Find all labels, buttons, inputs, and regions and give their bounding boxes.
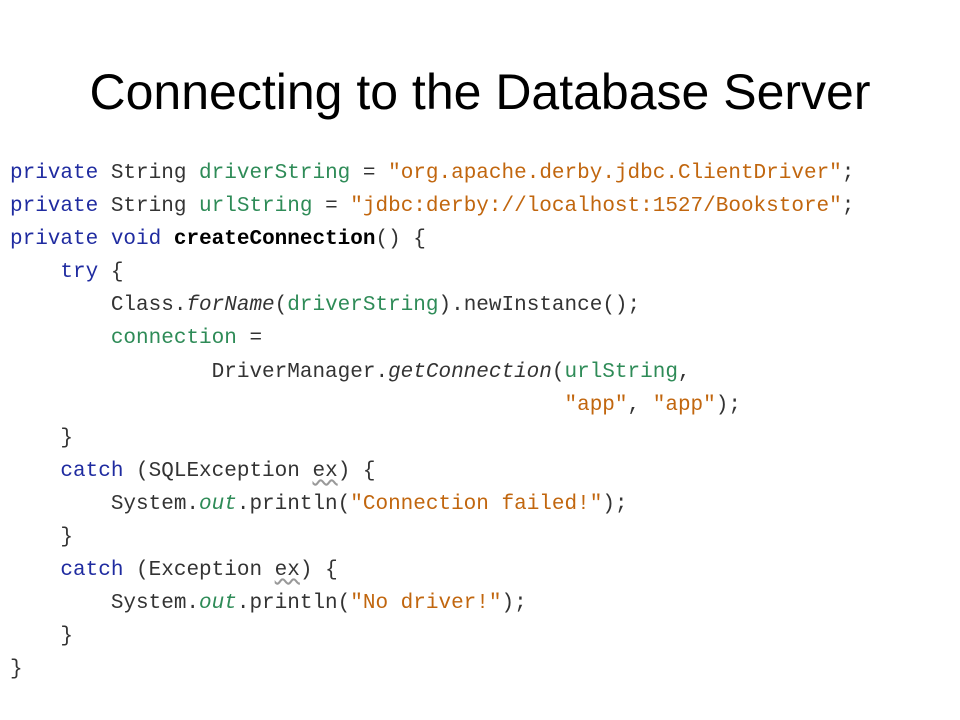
code-line: System.out.println("No driver!"); — [10, 587, 955, 620]
code-token: private — [10, 162, 99, 185]
code-token: urlString — [199, 195, 313, 219]
code-token: forName — [186, 294, 275, 318]
code-token: driverString — [199, 162, 351, 185]
code-token: { — [98, 261, 124, 285]
code-token: urlString — [564, 360, 678, 384]
code-token: , — [677, 360, 691, 384]
code-token: (Exception — [123, 559, 275, 583]
code-token: out — [199, 592, 237, 616]
code-line: "app", "app"); — [10, 389, 955, 422]
code-token: "app" — [652, 393, 716, 417]
code-token — [10, 394, 565, 417]
code-token: ) { — [337, 459, 376, 483]
code-token: ); — [715, 393, 741, 417]
code-token: "jdbc:derby://localhost:1527/Bookstore" — [350, 195, 842, 219]
code-token: createConnection — [173, 228, 376, 252]
code-token: ); — [501, 592, 527, 616]
code-token: ex — [312, 459, 338, 483]
code-token: = — [312, 195, 351, 219]
code-token: private — [10, 195, 99, 219]
code-token: catch — [60, 459, 124, 483]
code-line: } — [10, 521, 955, 554]
code-token: connection — [110, 327, 237, 351]
code-token: "Connection failed!" — [350, 492, 603, 516]
code-token: driverString — [287, 294, 439, 318]
code-token — [10, 261, 60, 284]
code-line: } — [10, 620, 955, 653]
code-token: String — [98, 162, 200, 185]
code-token: } — [10, 426, 74, 450]
code-token: void — [110, 228, 162, 252]
code-line: catch (Exception ex) { — [10, 554, 955, 587]
code-token: = — [236, 327, 263, 351]
code-token: } — [10, 658, 23, 682]
code-line: Class.forName(driverString).newInstance(… — [10, 289, 955, 322]
code-token: ; — [841, 195, 855, 219]
code-token: ; — [841, 162, 855, 185]
code-token — [10, 559, 60, 582]
code-token: .println( — [236, 492, 351, 516]
code-token: try — [60, 261, 99, 285]
code-token: catch — [60, 559, 124, 583]
code-token: ( — [551, 360, 565, 384]
slide-title: Connecting to the Database Server — [89, 64, 871, 120]
code-token: "app" — [564, 393, 628, 417]
code-token: = — [350, 162, 389, 185]
code-token: ).newInstance(); — [438, 294, 641, 318]
code-token: ( — [274, 294, 288, 318]
code-token — [10, 327, 111, 350]
code-token: (SQLException — [123, 459, 313, 483]
code-token: private — [10, 228, 99, 252]
code-line: } — [10, 653, 955, 686]
code-line: } — [10, 422, 955, 455]
code-line: connection = — [10, 322, 955, 355]
code-token: , — [627, 393, 653, 417]
code-line: System.out.println("Connection failed!")… — [10, 488, 955, 521]
code-token: ); — [602, 492, 628, 516]
code-block: private String driverString = "org.apach… — [10, 157, 955, 687]
code-line: private void createConnection() { — [10, 223, 955, 256]
code-token: System. — [10, 492, 200, 516]
code-token — [161, 228, 174, 251]
code-token: } — [10, 526, 74, 550]
code-token: ) { — [299, 559, 338, 583]
code-token: String — [98, 195, 200, 219]
code-line: catch (SQLException ex) { — [10, 455, 955, 488]
code-token: DriverManager. — [10, 360, 389, 384]
code-token: Class. — [10, 294, 187, 318]
code-token: .println( — [236, 592, 351, 616]
code-line: private String driverString = "org.apach… — [10, 157, 955, 190]
code-line: DriverManager.getConnection(urlString, — [10, 356, 955, 389]
code-token: System. — [10, 592, 200, 616]
code-token: ex — [274, 559, 300, 583]
code-token: "No driver!" — [350, 592, 502, 616]
code-token: "org.apache.derby.jdbc.ClientDriver" — [388, 162, 842, 185]
code-token — [10, 460, 60, 483]
code-line: try { — [10, 256, 955, 289]
code-token: out — [199, 492, 237, 516]
code-line: private String urlString = "jdbc:derby:/… — [10, 190, 955, 223]
code-token: } — [10, 625, 74, 649]
code-token: () { — [375, 228, 426, 252]
code-token: getConnection — [388, 360, 552, 384]
code-token — [98, 228, 111, 251]
